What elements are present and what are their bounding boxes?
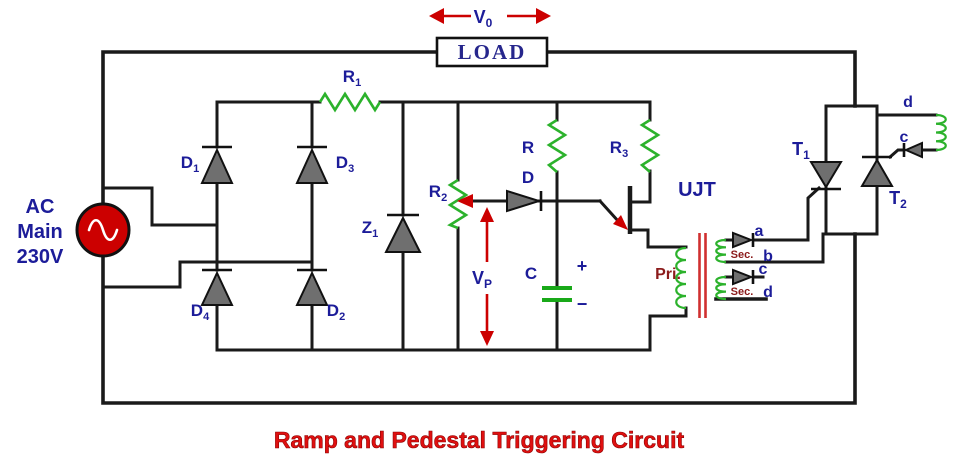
load-label: LOAD	[458, 40, 527, 64]
primary-return-wire	[648, 306, 688, 352]
ujt-b2-lead	[628, 169, 652, 204]
diode-d: D	[506, 168, 543, 213]
diode-d1: D1	[181, 145, 234, 184]
c-plus-sign: +	[577, 256, 588, 276]
v0-arrowhead-left	[429, 8, 444, 24]
d4-label: D4	[191, 301, 210, 323]
ac-source-label: AC Main 230V	[17, 196, 64, 268]
ac-source	[75, 202, 131, 258]
ujt-transistor: UJT	[613, 179, 716, 234]
diode-d4: D4	[191, 268, 234, 323]
pedestal-wiper-wires	[469, 198, 622, 225]
d-label: D	[522, 168, 534, 187]
r2-zigzag	[447, 178, 469, 230]
ac-label-line3: 230V	[17, 246, 64, 268]
v0-measure-arrow: V0	[429, 7, 551, 30]
secondary-coil-lower	[715, 275, 727, 301]
ac-upper-tap-wire	[101, 186, 219, 227]
c-label: C	[525, 264, 537, 283]
terminal-c-label: c	[759, 261, 768, 278]
v0-label: V0	[474, 7, 493, 30]
secondary-diode-c: c d	[732, 261, 773, 301]
t2-triangle	[860, 157, 894, 187]
primary-coil	[675, 246, 687, 310]
a-diode-triangle	[732, 231, 754, 249]
vp-label: VP	[472, 268, 492, 291]
t1-triangle	[809, 161, 843, 189]
load-box	[435, 36, 549, 68]
ac-label-line2: Main	[17, 221, 63, 243]
d2-label: D2	[327, 301, 345, 323]
r2-label: R2	[429, 182, 447, 204]
ac-lower-tap-wire	[101, 260, 314, 289]
gate-coil	[935, 113, 947, 152]
ac-input-taps	[101, 186, 314, 289]
r1-zigzag	[318, 91, 382, 113]
t2-gate-diode-triangle	[903, 141, 923, 159]
load-block: LOAD	[435, 36, 549, 68]
secondary-upper-label: Sec.	[731, 249, 754, 261]
r-label: R	[522, 138, 534, 157]
d-triangle	[506, 189, 543, 213]
transformer-core	[698, 233, 707, 318]
ujt-b1-lead	[630, 228, 688, 249]
gate-c-label: c	[900, 129, 909, 146]
resistor-r: R	[522, 118, 568, 173]
terminal-b-label: b	[763, 248, 773, 265]
ujt-emitter-arrowhead	[613, 215, 628, 230]
r2-wiper-arrowhead	[457, 194, 473, 208]
d3-triangle	[295, 147, 329, 184]
r3-label: R3	[610, 138, 628, 160]
thyristor-gate-wires	[806, 113, 938, 242]
t2-gate-wire	[875, 113, 938, 160]
d1-triangle	[200, 147, 234, 184]
capacitor-c: C + −	[525, 256, 587, 314]
bridge-wires	[215, 100, 652, 352]
terminal-a-label: a	[755, 223, 764, 240]
vp-arrowhead-up	[480, 207, 494, 222]
vp-arrowhead-down	[480, 331, 494, 346]
r-zigzag	[546, 118, 568, 173]
ujt-label: UJT	[678, 179, 716, 201]
terminal-d-label: d	[763, 284, 773, 301]
potentiometer-r2: R2	[429, 178, 473, 230]
t2-label: T2	[889, 188, 907, 211]
t1-label: T1	[792, 139, 810, 162]
zener-z1: Z1	[362, 213, 422, 253]
t1-gate-wire	[806, 185, 822, 242]
secondary-diode-a: a b	[732, 223, 773, 265]
pulse-transformer: Pri. Sec. Sec.	[655, 233, 753, 318]
diode-d3: D3	[295, 145, 354, 184]
d2-triangle	[295, 270, 329, 306]
vp-measure-arrow: VP	[472, 207, 494, 346]
v0-arrowhead-right	[536, 8, 551, 24]
ujt-emitter-lead	[597, 198, 622, 225]
gate-d-label: d	[903, 94, 913, 111]
z1-triangle	[384, 215, 422, 253]
ac-label-line1: AC	[26, 196, 55, 218]
ujt-leads	[628, 169, 688, 352]
resistor-r1: R1	[318, 67, 382, 113]
c-minus-sign: −	[577, 294, 588, 314]
resistor-r3: R3	[610, 118, 661, 173]
secondary-lower-label: Sec.	[731, 286, 754, 298]
z1-label: Z1	[362, 218, 379, 240]
secondary-coil-upper	[715, 238, 727, 264]
d4-triangle	[200, 270, 234, 306]
diode-d2: D2	[295, 268, 345, 323]
d1-label: D1	[181, 153, 199, 175]
diagram-caption: Ramp and Pedestal Triggering Circuit	[274, 427, 685, 453]
r3-zigzag	[639, 118, 661, 173]
d3-label: D3	[336, 153, 354, 175]
c-diode-triangle	[732, 268, 754, 286]
sine-wave-icon	[87, 219, 119, 241]
r1-label: R1	[343, 67, 361, 89]
column-wires	[401, 100, 652, 352]
thyristor-block: T1 T2 d c	[792, 94, 947, 236]
primary-label: Pri.	[655, 266, 681, 283]
